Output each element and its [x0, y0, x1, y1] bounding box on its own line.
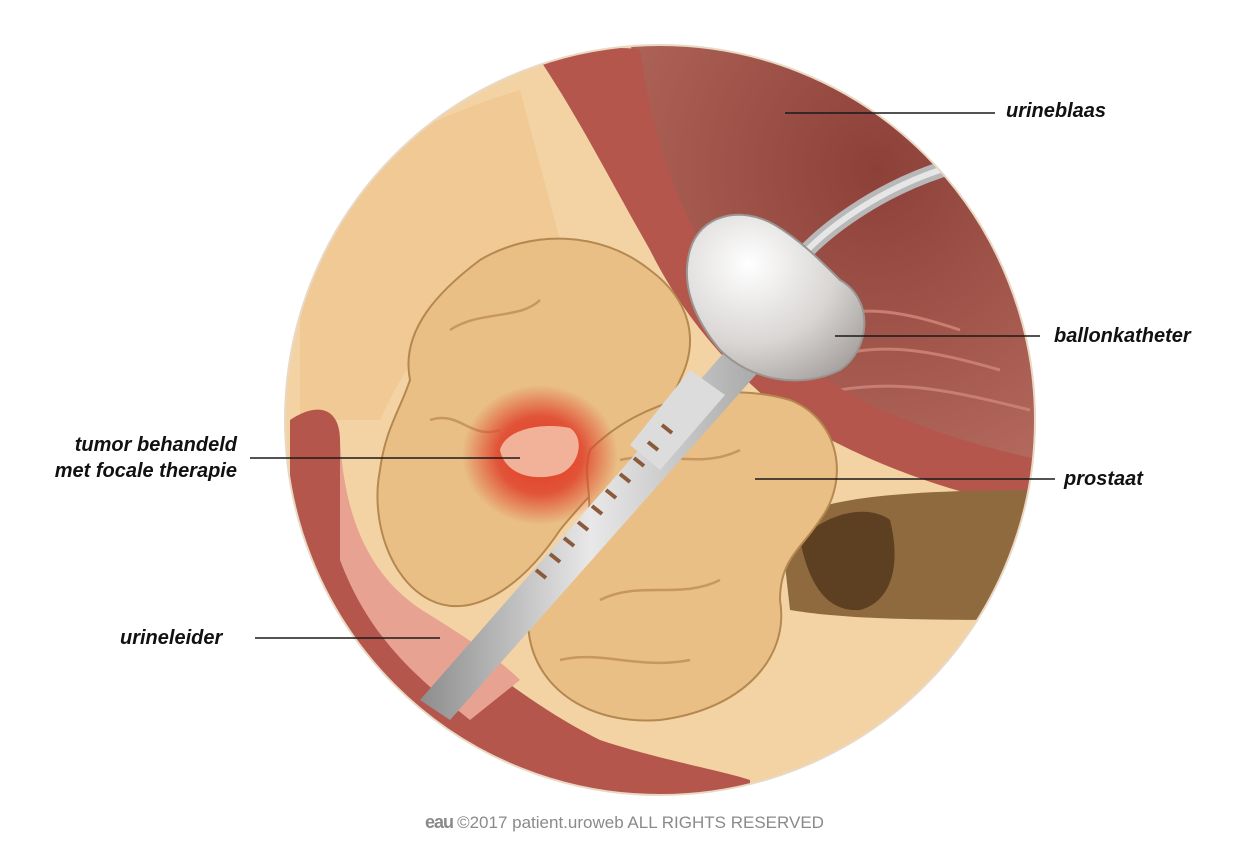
label-urethra: urineleider [120, 627, 223, 649]
rectum-lumen [800, 511, 895, 611]
catheter-electrodes [534, 423, 674, 580]
label-tumor-line2: met focale therapie [54, 460, 237, 482]
label-bladder: urineblaas [1006, 100, 1107, 122]
bladder-wall [540, 48, 1035, 510]
tumor [500, 426, 579, 478]
label-balloon-catheter: ballonkatheter [1054, 325, 1191, 347]
copyright-footer: eau©2017 patient.uroweb ALL RIGHTS RESER… [0, 812, 1249, 833]
label-prostate: prostaat [1064, 468, 1143, 490]
eau-logo: eau [425, 812, 454, 832]
prostate-texture [429, 299, 741, 665]
copyright-text: ©2017 patient.uroweb ALL RIGHTS RESERVED [457, 813, 824, 832]
label-tumor-line1: tumor behandeld [74, 434, 237, 456]
balloon [685, 213, 866, 382]
